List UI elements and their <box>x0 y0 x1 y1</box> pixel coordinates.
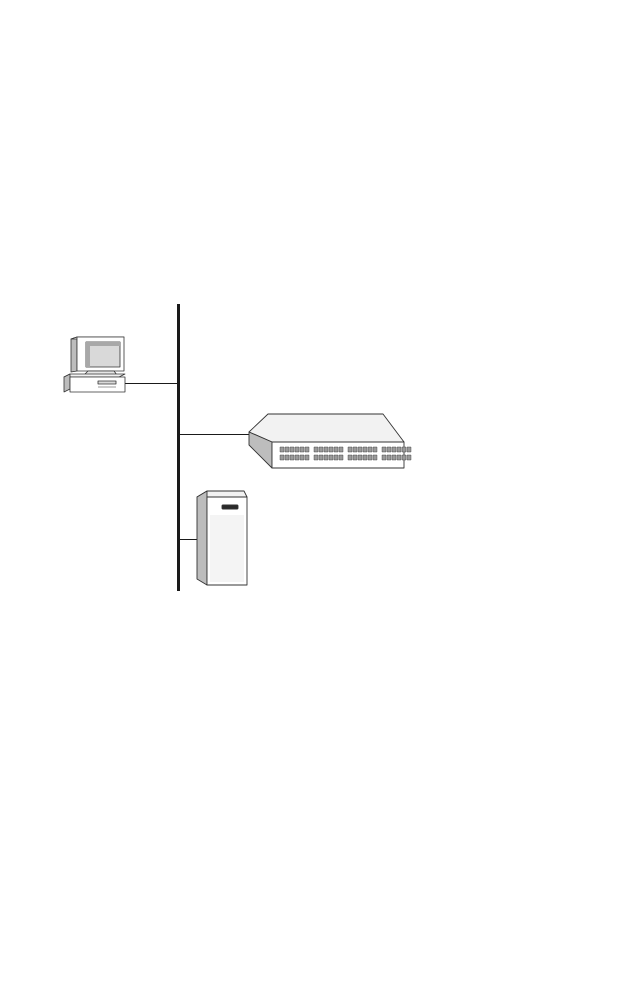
server-indicator <box>222 505 238 509</box>
cpu-box-front <box>70 377 125 392</box>
cpu-box-top <box>64 374 125 377</box>
switch-port <box>387 447 391 452</box>
switch-port <box>285 447 289 452</box>
switch-port <box>397 447 401 452</box>
cpu-box-side <box>64 374 70 392</box>
switch-port <box>300 455 304 460</box>
switch-port <box>348 455 352 460</box>
switch-port <box>353 447 357 452</box>
switch-port <box>324 455 328 460</box>
switch-port <box>300 447 304 452</box>
switch-port <box>295 447 299 452</box>
monitor-side <box>71 337 77 372</box>
network-switch-icon <box>249 414 411 468</box>
switch-port <box>305 455 309 460</box>
switch-port <box>339 455 343 460</box>
switch-port <box>402 447 406 452</box>
switch-port <box>314 455 318 460</box>
server-front-shade <box>210 515 244 582</box>
switch-port <box>329 447 333 452</box>
switch-port <box>363 447 367 452</box>
switch-port <box>339 447 343 452</box>
switch-port <box>407 447 411 452</box>
switch-port <box>368 447 372 452</box>
switch-port <box>319 455 323 460</box>
desktop-computer-icon <box>64 337 125 392</box>
switch-port <box>280 455 284 460</box>
switch-port <box>358 447 362 452</box>
cpu-drive-slot <box>98 381 116 384</box>
switch-port <box>319 447 323 452</box>
switch-port <box>402 455 406 460</box>
switch-port <box>280 447 284 452</box>
switch-port <box>407 455 411 460</box>
switch-port <box>387 455 391 460</box>
switch-port <box>305 447 309 452</box>
switch-port <box>358 455 362 460</box>
switch-port <box>324 447 328 452</box>
switch-port <box>295 455 299 460</box>
switch-port <box>368 455 372 460</box>
tower-server-icon <box>197 491 247 585</box>
switch-port <box>329 455 333 460</box>
server-side <box>197 491 207 585</box>
switch-port <box>397 455 401 460</box>
switch-port <box>382 447 386 452</box>
switch-port <box>290 455 294 460</box>
switch-port <box>285 455 289 460</box>
switch-port <box>373 447 377 452</box>
switch-port <box>392 447 396 452</box>
switch-port <box>392 455 396 460</box>
switch-port <box>314 447 318 452</box>
switch-port <box>334 447 338 452</box>
switch-top <box>249 414 404 442</box>
switch-port <box>363 455 367 460</box>
switch-port <box>382 455 386 460</box>
switch-port <box>334 455 338 460</box>
switch-port <box>353 455 357 460</box>
switch-port <box>348 447 352 452</box>
switch-port <box>373 455 377 460</box>
switch-port <box>290 447 294 452</box>
